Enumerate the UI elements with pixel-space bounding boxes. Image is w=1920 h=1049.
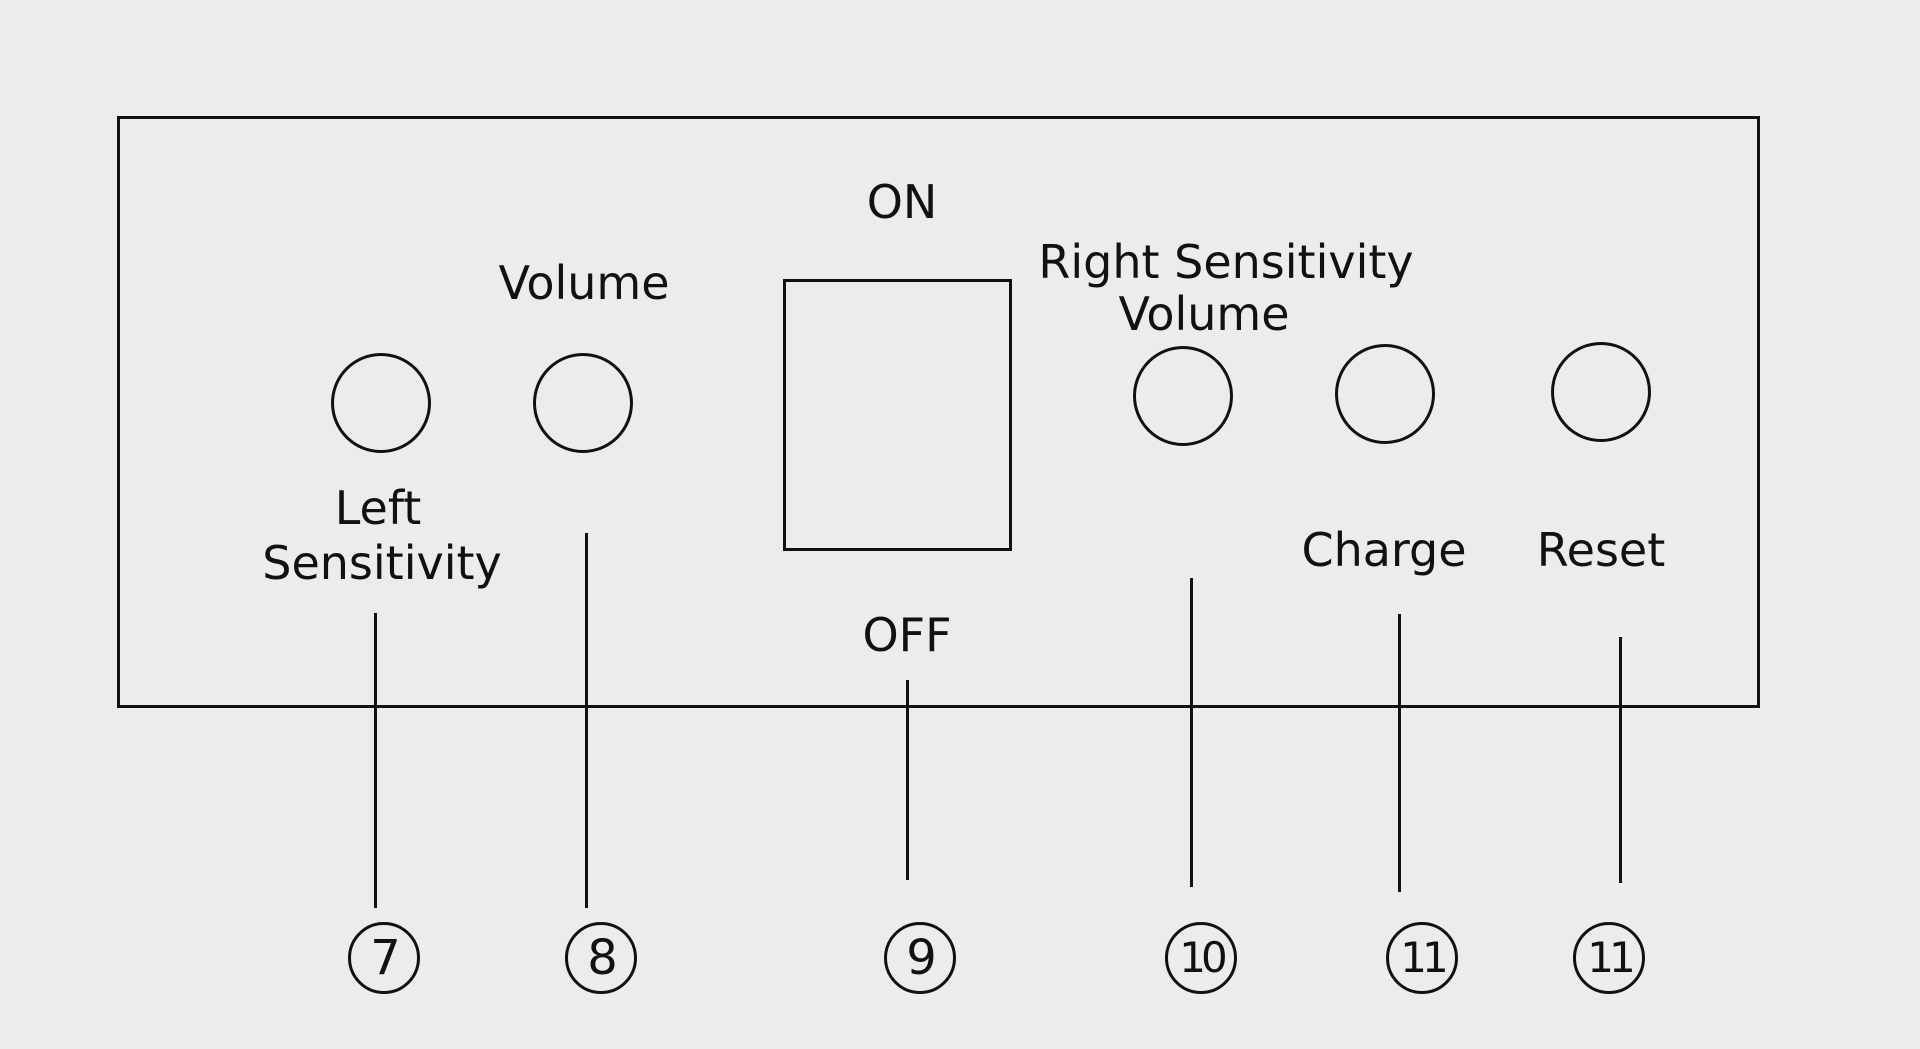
leader-line-11-reset [1619,637,1622,883]
reset-button[interactable] [1551,342,1651,442]
callout-11-reset: 11 [1573,922,1645,994]
leader-line-7 [374,613,377,908]
charge-button[interactable] [1335,344,1435,444]
power-switch[interactable] [783,279,1012,551]
leader-line-10 [1190,578,1193,887]
right-sensitivity-volume-label-line-1: Right Sensitivity [1038,235,1414,289]
reset-label: Reset [1536,523,1666,577]
callout-11-charge: 11 [1386,922,1458,994]
right-sensitivity-volume-label: Right Sensitivity Volume [1038,235,1413,341]
callout-8: 8 [565,922,637,994]
left-sensitivity-label: Left Sensitivity [262,481,501,590]
switch-off-label: OFF [862,608,952,662]
callout-10: 10 [1165,922,1237,994]
right-sensitivity-volume-label-line-2: Volume [1118,287,1290,341]
charge-label: Charge [1301,523,1467,577]
leader-line-9 [906,680,909,880]
volume-label: Volume [498,256,670,310]
left-sensitivity-knob[interactable] [331,353,431,453]
volume-knob[interactable] [533,353,633,453]
callout-7: 7 [348,922,420,994]
right-sensitivity-volume-knob[interactable] [1133,346,1233,446]
switch-on-label: ON [866,175,938,229]
callout-9: 9 [884,922,956,994]
left-sensitivity-label-line-1: Left [334,481,422,535]
left-sensitivity-label-line-2: Sensitivity [262,536,502,590]
leader-line-11-charge [1398,614,1401,892]
leader-line-8 [585,533,588,908]
